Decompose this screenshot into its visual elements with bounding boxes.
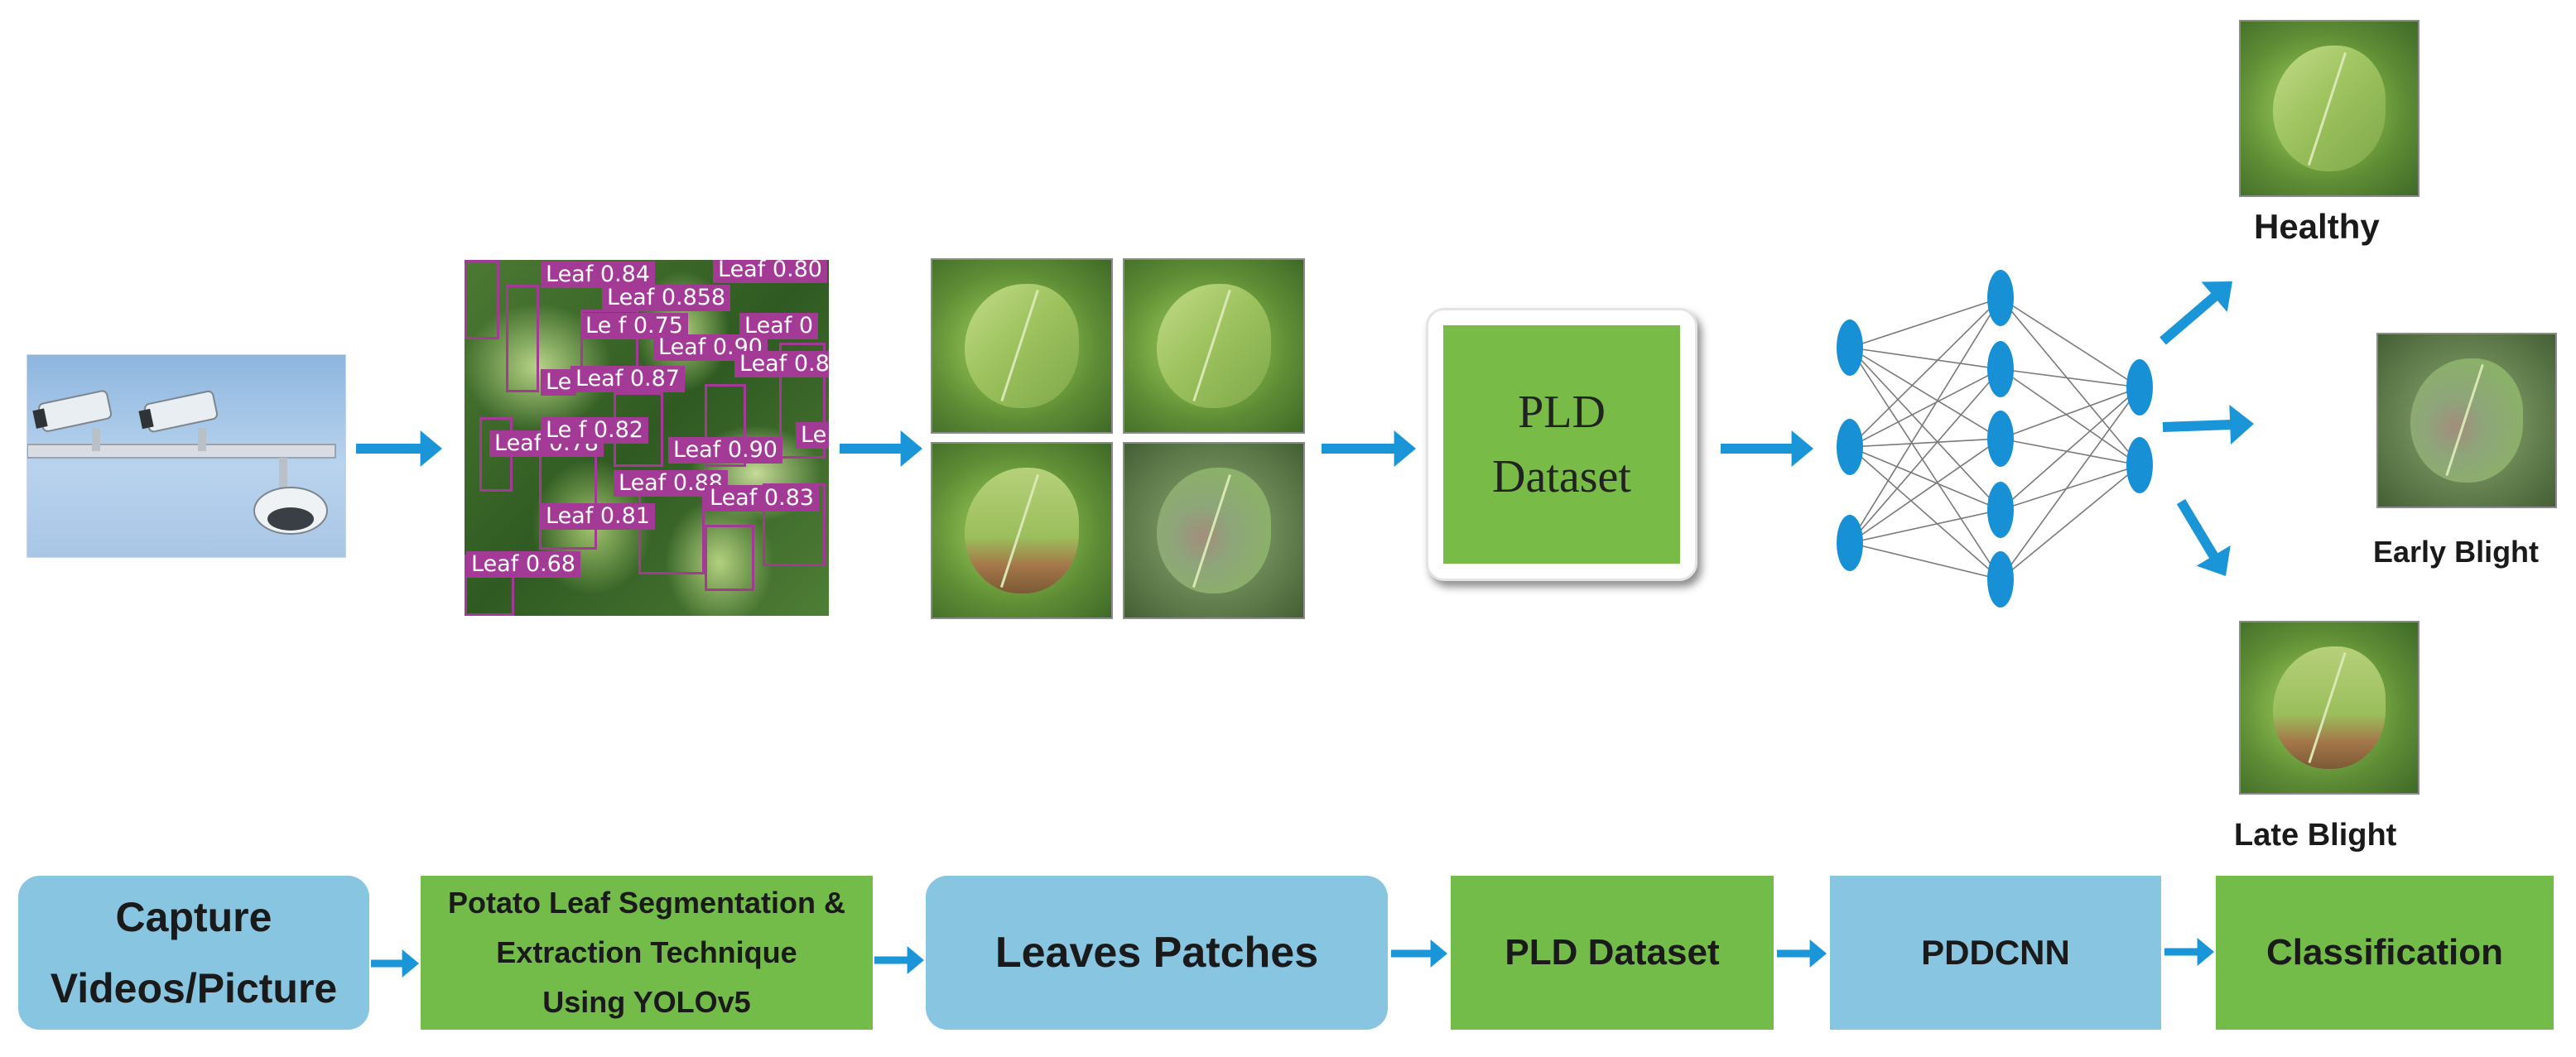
network-node-icon xyxy=(1987,551,2014,608)
pld-dataset-label: PLD Dataset xyxy=(1492,387,1631,502)
pipeline-step-pld-dataset: PLD Dataset xyxy=(1451,876,1774,1030)
network-node-icon xyxy=(1987,411,2014,467)
flow-arrow-icon xyxy=(1322,430,1416,467)
flow-arrow-icon xyxy=(2176,498,2231,576)
network-edge xyxy=(1849,542,2001,580)
detection-box xyxy=(763,483,826,566)
flow-arrow-icon xyxy=(2164,938,2214,966)
leaf-patch-image xyxy=(1123,258,1305,434)
network-edge xyxy=(1849,368,2001,448)
late-blight-label: Late Blight xyxy=(2234,818,2397,853)
network-node-icon xyxy=(1837,320,1863,376)
detection-label: Leaf 0.88 xyxy=(614,470,728,497)
network-edge xyxy=(1849,297,2001,348)
detection-label: Leaf 0.87 xyxy=(571,366,685,392)
flow-arrow-icon xyxy=(1721,430,1813,467)
pipeline-step-capture: Capture Videos/Picture xyxy=(18,876,369,1030)
late-blight-leaf-image xyxy=(2239,621,2420,795)
network-edge xyxy=(2000,387,2140,440)
network-edge xyxy=(1849,438,2001,448)
pld-dataset-panel: PLD Dataset xyxy=(1443,325,1680,564)
detection-label: Leaf 0.84 xyxy=(541,262,655,288)
pipeline-step-label: Classification xyxy=(2265,932,2504,973)
flow-arrow-icon xyxy=(356,430,442,467)
network-node-icon xyxy=(1987,270,2014,326)
network-node-icon xyxy=(1837,515,1863,571)
flow-arrow-icon xyxy=(840,430,922,467)
network-edge xyxy=(2000,387,2140,580)
network-node-icon xyxy=(1837,419,1863,475)
network-edge xyxy=(1849,438,2001,544)
pipeline-step-classification: Classification xyxy=(2216,876,2554,1030)
healthy-leaf-image xyxy=(2239,20,2420,197)
pipeline-step-segmentation: Potato Leaf Segmentation & Extraction Te… xyxy=(421,876,873,1030)
detection-box xyxy=(506,285,539,392)
network-edge xyxy=(2000,438,2140,466)
detection-label: Leaf 0.68 xyxy=(466,551,580,578)
network-edge xyxy=(1849,297,2001,544)
early-blight-leaf-image xyxy=(2376,333,2557,508)
flow-arrow-icon xyxy=(1777,939,1827,968)
pipeline-step-label: Potato Leaf Segmentation & Extraction Te… xyxy=(447,886,846,1019)
network-edge xyxy=(2000,297,2140,388)
network-edge xyxy=(1849,347,2001,580)
detection-label: Le f 0.82 xyxy=(541,417,648,444)
detection-box xyxy=(465,260,499,339)
detection-label: Leaf 0.90 xyxy=(668,437,782,464)
segmentation-photo: Leaf 0.84 Leaf 0.80 Leaf 0.858 Le f 0.75… xyxy=(465,260,829,616)
network-node-icon xyxy=(1987,341,2014,397)
pipeline-step-pddcnn: PDDCNN xyxy=(1830,876,2161,1030)
cctv-camera-photo xyxy=(26,354,346,558)
early-blight-label: Early Blight xyxy=(2373,535,2540,569)
flow-arrow-icon xyxy=(874,946,924,974)
detection-box xyxy=(779,343,826,459)
flow-arrow-icon xyxy=(371,949,419,978)
network-edge xyxy=(2000,387,2140,511)
pipeline-step-label: Leaves Patches xyxy=(994,929,1319,977)
flow-arrow-icon xyxy=(1391,939,1447,968)
detection-label: Le xyxy=(796,422,829,449)
detection-label: Leaf 0.858 xyxy=(602,285,731,311)
detection-label: Leaf 0.8 xyxy=(734,351,829,377)
network-edge xyxy=(1849,446,2001,511)
pipeline-step-leaves-patches: Leaves Patches xyxy=(926,876,1388,1030)
pipeline-step-label: PLD Dataset xyxy=(1505,932,1720,973)
detection-label: Leaf 0.81 xyxy=(541,503,655,530)
healthy-label: Healthy xyxy=(2254,207,2380,246)
leaf-patch-image xyxy=(931,442,1113,619)
leaf-patch-image xyxy=(1123,442,1305,619)
detection-box xyxy=(705,384,746,467)
leaf-patch-image xyxy=(931,258,1113,434)
detection-label: Leaf 0 xyxy=(739,313,818,339)
pipeline-step-label: Capture Videos/Picture xyxy=(50,894,338,1011)
detection-label: Leaf 0.80 xyxy=(713,260,827,283)
pipeline-step-label: PDDCNN xyxy=(1921,933,2070,972)
network-node-icon xyxy=(2126,359,2153,416)
flow-arrow-icon xyxy=(2162,405,2254,445)
detection-box xyxy=(705,525,754,591)
detection-label: Leaf 0.83 xyxy=(705,485,819,512)
network-edge xyxy=(2000,297,2140,466)
network-edge xyxy=(1849,347,2001,370)
network-edge xyxy=(1849,297,2001,448)
detection-label: Le xyxy=(541,369,577,396)
network-edge xyxy=(1849,347,2001,511)
network-edge xyxy=(1849,509,2001,544)
network-edge xyxy=(1849,368,2001,544)
network-edge xyxy=(2000,368,2140,466)
pld-dataset-box: PLD Dataset xyxy=(1426,308,1697,581)
network-edge xyxy=(2000,464,2140,580)
network-edge xyxy=(2000,368,2140,388)
network-edge xyxy=(2000,464,2140,511)
network-edge xyxy=(1849,347,2001,440)
network-edge xyxy=(1849,446,2001,580)
flow-arrow-icon xyxy=(2160,281,2233,345)
network-node-icon xyxy=(2126,437,2153,493)
cctv-camera-icon xyxy=(27,390,336,535)
network-node-icon xyxy=(1987,482,2014,538)
